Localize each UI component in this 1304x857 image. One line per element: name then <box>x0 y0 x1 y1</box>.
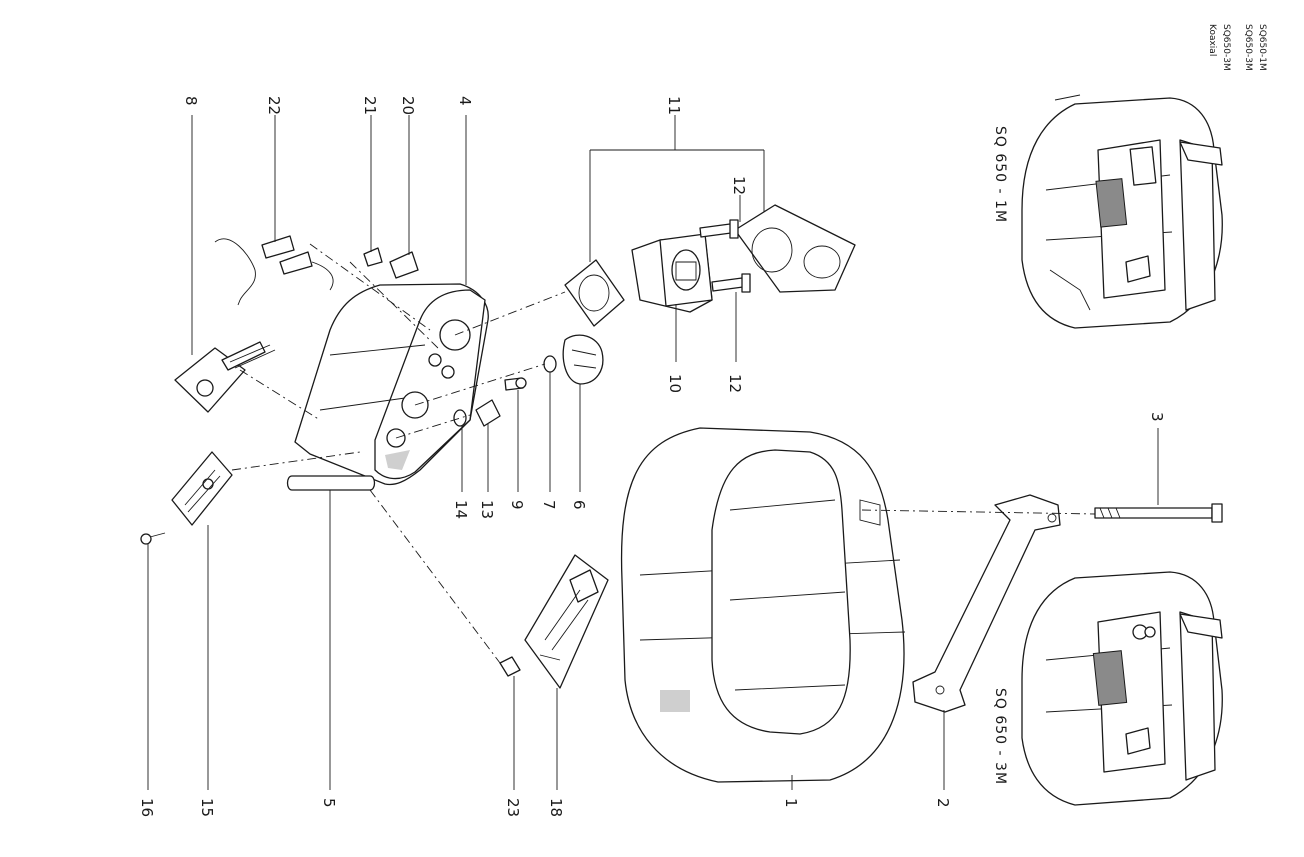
label-part-10: 10 <box>666 374 684 393</box>
small-nipple-part <box>363 247 383 267</box>
screw-16-part <box>140 532 166 545</box>
header-codes: SQ650-1M SQ650-3M SQ650-3M Koaxial <box>1207 24 1267 71</box>
nipple-part <box>389 251 419 279</box>
header-line-2: SQ650-3M <box>1243 24 1253 71</box>
label-part-16: 16 <box>138 798 156 817</box>
flange-part <box>631 233 713 313</box>
label-part-1: 1 <box>782 798 800 808</box>
label-part-7: 7 <box>540 500 558 510</box>
label-part-21: 21 <box>361 96 379 115</box>
plate-part <box>171 451 233 526</box>
thumbnail-sq650-1m <box>1021 94 1223 329</box>
label-part-8: 8 <box>182 96 200 106</box>
screw-set-part <box>699 219 751 293</box>
label-part-14: 14 <box>452 500 470 519</box>
label-part-4: 4 <box>456 96 474 106</box>
label-part-23: 23 <box>504 798 522 817</box>
small-screw-part <box>504 377 527 391</box>
burner-housing-part <box>294 283 489 486</box>
handle-bar-part <box>912 494 1061 713</box>
label-part-12b: 12 <box>726 374 744 393</box>
washer-part <box>453 409 467 427</box>
label-part-20: 20 <box>399 96 417 115</box>
header-line-3: SQ650-3M <box>1221 24 1231 71</box>
tube-part <box>286 475 376 491</box>
plug-part <box>475 399 501 427</box>
part-number-labels: 8 22 21 20 4 11 12 12 10 6 7 9 13 14 3 1… <box>138 96 1166 817</box>
label-part-2: 2 <box>934 798 952 808</box>
thumbnail-sq650-3m <box>1021 571 1223 806</box>
cable-part <box>214 235 334 306</box>
label-part-3: 3 <box>1148 412 1166 422</box>
gasket-set-part <box>564 204 856 327</box>
o-ring-part <box>543 355 557 373</box>
leader-lines <box>147 115 1159 790</box>
model-label-1m: SQ 650 - 1M <box>992 126 1008 223</box>
label-part-13: 13 <box>478 500 496 519</box>
model-label-3m: SQ 650 - 3M <box>992 688 1008 785</box>
label-part-6: 6 <box>570 500 588 510</box>
electrode-assembly-part <box>174 341 276 413</box>
long-screw-part <box>1094 503 1223 523</box>
control-board-part <box>524 554 609 689</box>
burner-hood-part <box>620 427 906 783</box>
label-part-5: 5 <box>320 798 338 808</box>
label-part-12a: 12 <box>730 176 748 195</box>
label-part-11: 11 <box>665 96 683 115</box>
assembly-guides <box>231 243 1096 664</box>
header-line-1: SQ650-1M <box>1257 24 1267 71</box>
label-part-9: 9 <box>508 500 526 510</box>
clip-part <box>499 656 521 677</box>
label-part-18: 18 <box>547 798 565 817</box>
label-part-22: 22 <box>265 96 283 115</box>
header-line-4: Koaxial <box>1207 24 1217 56</box>
knob-part <box>562 334 604 385</box>
label-part-15: 15 <box>198 798 216 817</box>
